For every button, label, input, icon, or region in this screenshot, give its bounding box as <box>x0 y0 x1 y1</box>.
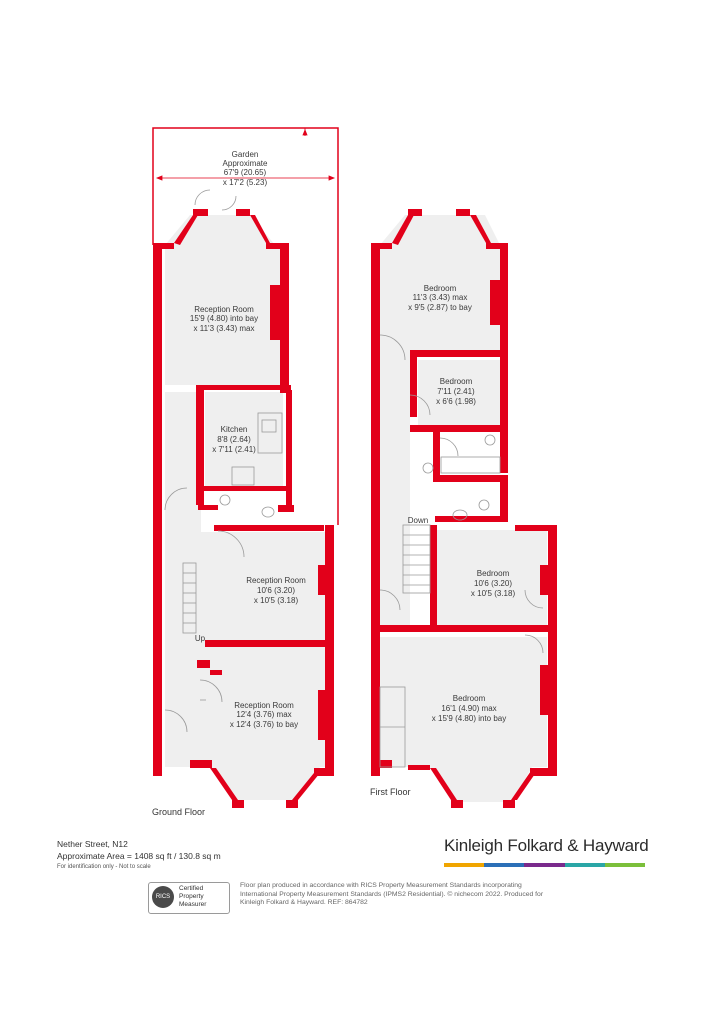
ff-bedroom-small-label: Bedroom <box>440 377 473 386</box>
first-floor-fittings <box>379 334 544 768</box>
kitchen-dim1: 8'8 (2.64) <box>217 435 251 444</box>
ff-bedroom-mid-dim2: x 10'5 (3.18) <box>471 589 516 598</box>
ground-floor-fittings <box>164 189 283 733</box>
kitchen-label: Kitchen <box>221 425 248 434</box>
room-labels: Garden Approximate 67'9 (20.65) x 17'2 (… <box>152 150 515 817</box>
gf-reception-rear-label: Reception Room <box>194 305 254 314</box>
ff-bedroom-rear-dim2: x 9'5 (2.87) to bay <box>408 303 472 312</box>
gf-reception-mid-dim2: x 10'5 (3.18) <box>254 596 299 605</box>
garden-approx: Approximate <box>223 159 268 168</box>
ground-floor-rooms <box>165 215 325 800</box>
garden-length: 67'9 (20.65) <box>224 168 267 177</box>
ff-bedroom-front-dim2: x 15'9 (4.80) into bay <box>432 714 506 723</box>
brand-color-bar <box>444 863 646 867</box>
identification-note: For identification only - Not to scale <box>57 864 151 870</box>
gf-reception-rear-dim2: x 11'3 (3.43) max <box>194 324 255 333</box>
agency-brand: Kinleigh Folkard & Hayward <box>444 836 649 855</box>
badge-line-1: Certified <box>179 885 204 892</box>
gf-reception-front-dim1: 12'4 (3.76) max <box>236 710 291 719</box>
ff-bedroom-front-label: Bedroom <box>453 694 486 703</box>
measurement-disclaimer: Floor plan produced in accordance with R… <box>240 882 544 906</box>
first-floor-rooms <box>380 215 547 802</box>
garden-outline <box>152 127 339 525</box>
property-address: Nether Street, N12 <box>57 839 128 849</box>
first-floor-label: First Floor <box>370 787 411 797</box>
ff-bedroom-mid-dim1: 10'6 (3.20) <box>474 579 512 588</box>
approximate-area: Approximate Area = 1408 sq ft / 130.8 sq… <box>57 851 221 861</box>
gf-reception-rear-dim1: 15'9 (4.80) into bay <box>190 314 258 323</box>
garden-arrows <box>155 128 336 181</box>
ff-bedroom-rear-label: Bedroom <box>424 284 457 293</box>
brand-bar-segment <box>564 863 605 867</box>
ff-bedroom-small-dim2: x 6'6 (1.98) <box>436 397 476 406</box>
kitchen-dim2: x 7'11 (2.41) <box>212 445 256 454</box>
stairs-up-label: Up <box>195 634 206 643</box>
ground-floor-walls <box>153 209 334 808</box>
brand-bar-segment <box>604 863 646 867</box>
ff-bedroom-mid-label: Bedroom <box>477 569 510 578</box>
brand-bar-segment <box>444 863 485 867</box>
brand-bar-segment <box>524 863 565 867</box>
ff-bedroom-rear-dim1: 11'3 (3.43) max <box>413 293 468 302</box>
gf-reception-mid-label: Reception Room <box>246 576 306 585</box>
garden-label: Garden <box>232 150 259 159</box>
gf-reception-front-dim2: x 12'4 (3.76) to bay <box>230 720 298 729</box>
gf-reception-mid-dim1: 10'6 (3.20) <box>257 586 295 595</box>
rics-certified-badge: RICS Certified Property Measurer <box>148 882 230 914</box>
badge-line-3: Measurer <box>179 901 207 908</box>
badge-text: Certified Property Measurer <box>179 885 206 909</box>
garden-width: x 17'2 (5.23) <box>223 178 268 187</box>
gf-reception-front-label: Reception Room <box>234 701 294 710</box>
brand-bar-segment <box>484 863 525 867</box>
ff-bedroom-small-dim1: 7'11 (2.41) <box>437 387 475 396</box>
ff-bedroom-front-dim1: 16'1 (4.90) max <box>441 704 496 713</box>
ground-floor-label: Ground Floor <box>152 807 205 817</box>
badge-line-2: Property <box>179 893 204 900</box>
stairs-down-label: Down <box>408 516 428 525</box>
first-floor-walls <box>371 209 557 808</box>
rics-logo: RICS <box>152 886 174 908</box>
